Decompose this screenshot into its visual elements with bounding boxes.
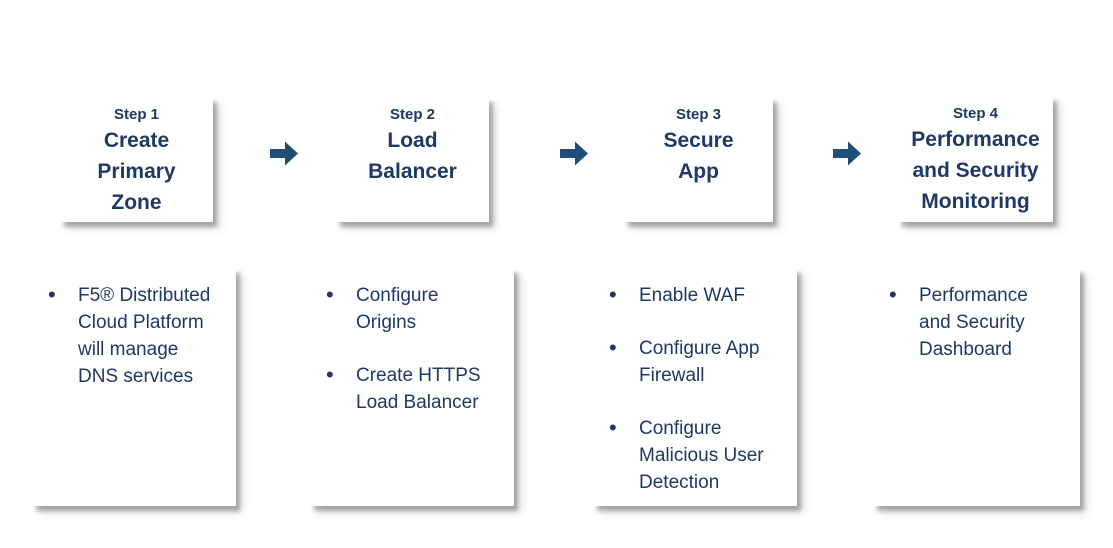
list-item: • Enable WAF xyxy=(609,282,791,309)
bullet-text: Performance and Security Dashboard xyxy=(919,285,1028,360)
step-1-title: Create Primary Zone xyxy=(97,129,176,214)
list-item: • Configure App Firewall xyxy=(609,335,791,389)
bullet-text: Create HTTPS Load Balancer xyxy=(356,365,481,413)
bullet-text: Configure App Firewall xyxy=(639,338,760,386)
bullet-icon: • xyxy=(609,415,617,440)
step-4-title: Performance and Security Monitoring xyxy=(911,128,1040,213)
step-2-header-card: Step 2 Load Balancer xyxy=(336,97,489,222)
list-item: • F5® Distributed Cloud Platform will ma… xyxy=(48,282,230,390)
arrow-right-icon xyxy=(560,141,588,166)
step-2-detail-card: • Configure Origins • Create HTTPS Load … xyxy=(310,268,514,506)
arrow-right-icon xyxy=(833,141,861,166)
list-item: • Configure Origins xyxy=(326,282,508,336)
step-1-detail-card: • F5® Distributed Cloud Platform will ma… xyxy=(32,268,236,506)
bullet-icon: • xyxy=(609,335,617,360)
step-4-detail-card: • Performance and Security Dashboard xyxy=(873,268,1080,506)
step-4-label: Step 4 xyxy=(952,105,998,122)
bullet-text: Enable WAF xyxy=(639,285,745,306)
list-item: • Performance and Security Dashboard xyxy=(889,282,1074,363)
step-3-label: Step 3 xyxy=(675,106,721,123)
arrow-right-icon xyxy=(270,141,298,166)
step-4-header-card: Step 4 Performance and Security Monitori… xyxy=(898,96,1053,222)
step-3-title: Secure App xyxy=(663,129,734,183)
step-2-label: Step 2 xyxy=(389,106,435,123)
bullet-text: Configure Malicious User Detection xyxy=(639,418,764,493)
bullet-icon: • xyxy=(326,282,334,307)
bullet-icon: • xyxy=(609,282,617,307)
step-3-header-card: Step 3 Secure App xyxy=(624,97,773,222)
list-item: • Configure Malicious User Detection xyxy=(609,415,791,496)
step-2-title: Load Balancer xyxy=(368,129,457,183)
step-3-detail-card: • Enable WAF • Configure App Firewall • … xyxy=(593,268,797,506)
bullet-text: F5® Distributed Cloud Platform will mana… xyxy=(78,285,211,387)
step-1-header-card: Step 1 Create Primary Zone xyxy=(60,97,213,222)
bullet-icon: • xyxy=(326,362,334,387)
bullet-icon: • xyxy=(48,282,56,307)
list-item: • Create HTTPS Load Balancer xyxy=(326,362,508,416)
bullet-icon: • xyxy=(889,282,897,307)
bullet-text: Configure Origins xyxy=(356,285,439,333)
step-1-label: Step 1 xyxy=(113,106,159,123)
